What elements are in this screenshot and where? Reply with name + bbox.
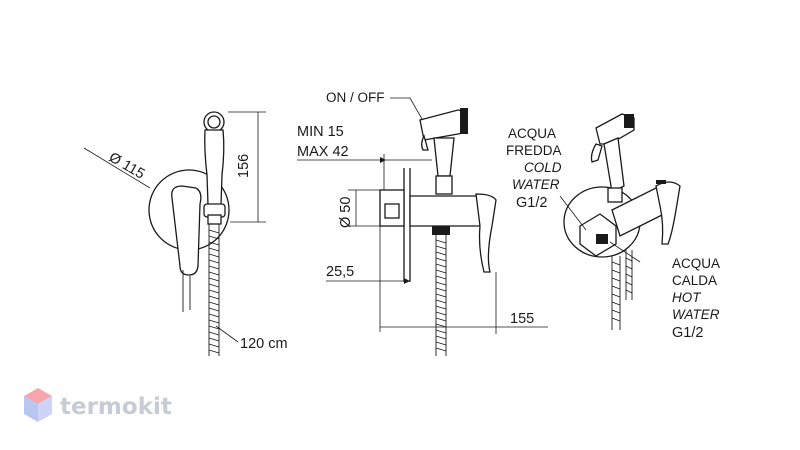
hot-line4: WATER: [672, 307, 720, 322]
side-shower-head: [419, 109, 467, 141]
front-view: Ø 115 156 120 cm: [83, 111, 288, 356]
depth-label: 25,5: [326, 264, 354, 280]
diameter-label: Ø 115: [106, 150, 147, 183]
length-label: 155: [510, 311, 534, 327]
cold-thread: G1/2: [516, 195, 547, 211]
mixer-lever: [171, 185, 202, 276]
brand-logo: termokit: [24, 388, 172, 422]
shower-nozzle: [207, 115, 221, 129]
side-body: [409, 195, 481, 227]
side-hose: [435, 235, 447, 356]
height-label: 156: [236, 154, 252, 178]
shower-hose: [208, 224, 220, 356]
shower-head: [203, 111, 225, 133]
3d-nozzle: [624, 114, 634, 128]
perspective-view: ACQUA FREDDA COLD WATER G1/2 ACQUA CALDA…: [506, 113, 720, 341]
side-shower-handle: [433, 137, 455, 177]
hose-leader: [215, 325, 239, 343]
hose-connector: [207, 214, 222, 225]
side-nozzle: [460, 108, 468, 134]
3d-lever: [655, 181, 681, 245]
diameter-leader: [83, 147, 151, 189]
min-label: MIN 15: [297, 124, 344, 140]
cold-line4: WATER: [512, 177, 560, 192]
hot-thread: G1/2: [672, 325, 703, 341]
side-view: ON / OFF MIN 15 MAX 42: [297, 90, 548, 356]
cold-line2: FREDDA: [506, 143, 562, 158]
cold-line1: ACQUA: [508, 126, 556, 141]
depth-arrow: [404, 278, 410, 284]
min-max-arrow: [380, 157, 386, 163]
on-off-leader: [390, 97, 427, 127]
shower-handle: [204, 129, 225, 206]
side-connector: [432, 226, 450, 235]
3d-lever-mark: [656, 180, 666, 184]
hot-line2: CALDA: [672, 273, 717, 288]
logo-cube-left: [24, 396, 38, 422]
max-label: MAX 42: [297, 144, 349, 160]
3d-connector-outlet: [596, 234, 608, 244]
3d-trigger: [590, 143, 603, 163]
on-off-label: ON / OFF: [326, 90, 385, 105]
cold-water-leader: [559, 195, 587, 231]
hot-water-leader: [609, 241, 641, 263]
wall-box-port: [384, 203, 400, 219]
3d-pipe-coil: [611, 257, 633, 322]
cold-line3: COLD: [524, 160, 562, 175]
hot-line1: ACQUA: [672, 256, 720, 271]
hose-length-label: 120 cm: [240, 336, 288, 352]
hot-line3: HOT: [672, 290, 702, 305]
side-trigger: [421, 134, 429, 151]
side-lever: [475, 193, 497, 273]
3d-holder: [607, 187, 623, 203]
brand-name: termokit: [60, 394, 172, 420]
plate-diameter-label: Ø 50: [338, 197, 354, 228]
logo-cube-right: [38, 396, 52, 422]
side-holder: [435, 175, 453, 195]
3d-shower-handle: [603, 137, 625, 193]
